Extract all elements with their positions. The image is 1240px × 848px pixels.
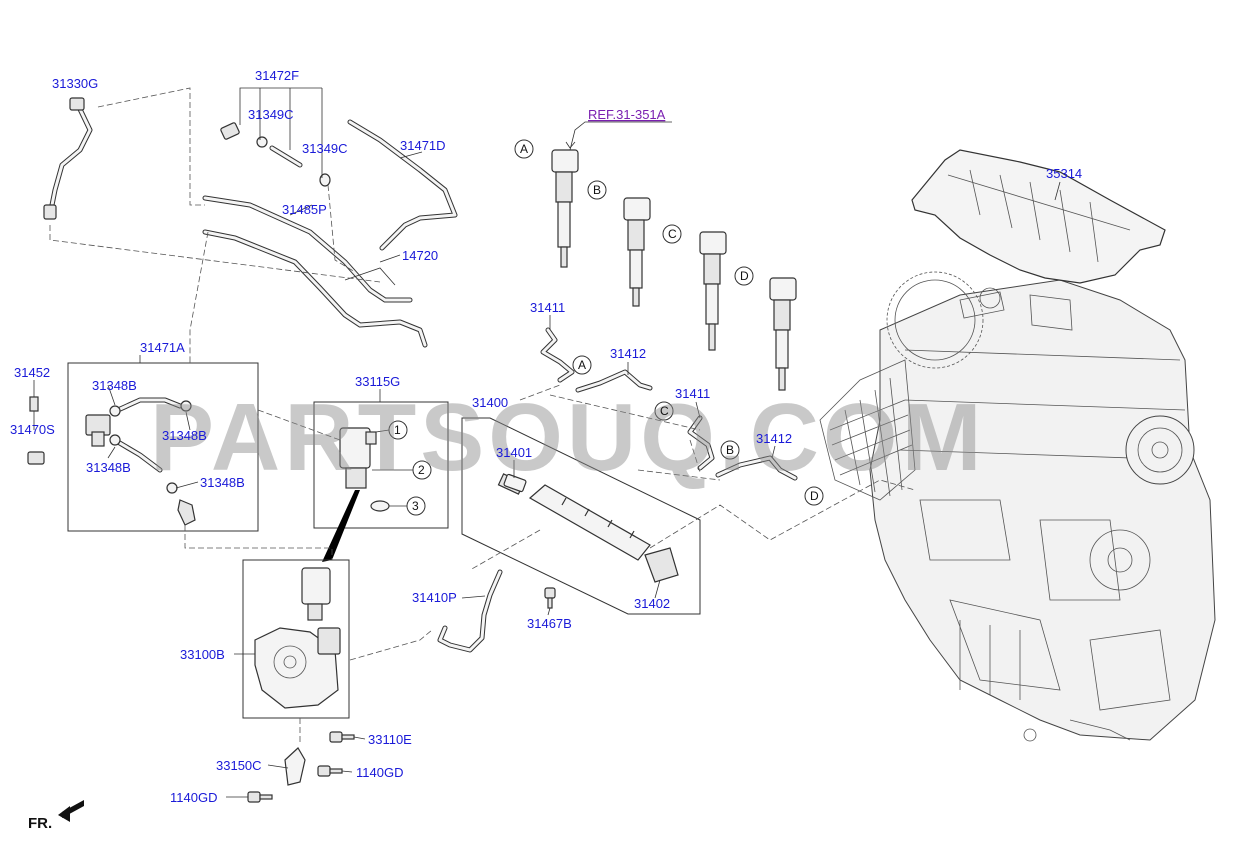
label-31348b-c[interactable]: 31348B [86, 460, 131, 475]
label-31485p[interactable]: 31485P [282, 202, 327, 217]
injection-pipe-31412-b[interactable] [715, 455, 798, 481]
common-rail[interactable] [497, 473, 679, 583]
pipe-a-letter: A [578, 358, 586, 372]
return-hose[interactable] [43, 97, 93, 220]
pipe-c-letter: C [660, 404, 669, 418]
rail-pressure-sensor[interactable] [503, 473, 527, 493]
label-31348b-b[interactable]: 31348B [162, 428, 207, 443]
front-label: FR. [28, 815, 52, 832]
inj-c-circle [662, 224, 682, 244]
inj-d-circle [734, 266, 754, 286]
injection-pipe-31412-a[interactable] [575, 369, 653, 393]
injector-a[interactable] [551, 149, 579, 268]
inj-c-letter: C [668, 227, 677, 241]
bracket-33150c[interactable] [284, 747, 306, 786]
watermark: PARTSOUQ.COM [150, 384, 986, 491]
callout-3: 3 [412, 499, 419, 513]
label-31400[interactable]: 31400 [472, 395, 508, 410]
inj-b-letter: B [593, 183, 601, 197]
label-33115g[interactable]: 33115G [355, 374, 400, 389]
dashed-connections [49, 87, 916, 745]
label-14720[interactable]: 14720 [402, 248, 438, 263]
label-31330g[interactable]: 31330G [52, 76, 98, 91]
label-31402[interactable]: 31402 [634, 596, 670, 611]
label-31410p[interactable]: 31410P [412, 590, 457, 605]
label-31472f[interactable]: 31472F [255, 68, 299, 83]
label-31412-a[interactable]: 31412 [610, 346, 646, 361]
label-31348b-d[interactable]: 31348B [200, 475, 245, 490]
box-31471a [67, 362, 259, 532]
front-arrowhead-icon [58, 806, 70, 822]
metering-valve[interactable] [339, 427, 390, 512]
callout-2: 2 [418, 463, 425, 477]
label-33150c[interactable]: 33150C [216, 758, 262, 773]
label-31401[interactable]: 31401 [496, 445, 532, 460]
bolt-31467b[interactable] [544, 587, 556, 609]
label-31412-b[interactable]: 31412 [756, 431, 792, 446]
label-31349c-a[interactable]: 31349C [248, 107, 294, 122]
injection-pipe-31411-b[interactable] [687, 415, 715, 471]
label-31471d[interactable]: 31471D [400, 138, 446, 153]
label-1140gd-a[interactable]: 1140GD [356, 765, 403, 780]
label-31411-a[interactable]: 31411 [530, 300, 565, 315]
box-33115g [313, 401, 449, 529]
label-35314[interactable]: 35314 [1046, 166, 1082, 181]
injection-pipe-31411-a[interactable] [540, 327, 575, 383]
ref-leader [569, 121, 672, 151]
hose-set-31472f[interactable] [220, 122, 331, 187]
label-31348b-a[interactable]: 31348B [92, 378, 137, 393]
injector-b[interactable] [623, 197, 651, 307]
bolt-1140gd-a[interactable] [317, 765, 343, 777]
pipe-b-letter: B [726, 443, 734, 457]
bolt-1140gd-b[interactable] [247, 791, 273, 803]
label-1140gd-b[interactable]: 1140GD [170, 790, 217, 805]
label-33100b[interactable]: 33100B [180, 647, 225, 662]
leader-lines [33, 87, 1061, 798]
pipe-c-circle [654, 401, 674, 421]
hp-fuel-pump[interactable] [254, 567, 341, 709]
fitting-31452[interactable] [29, 396, 39, 412]
inj-a-circle [514, 139, 534, 159]
label-31467b[interactable]: 31467B [527, 616, 572, 631]
label-31470s[interactable]: 31470S [10, 422, 55, 437]
bolt-33110e[interactable] [329, 731, 355, 743]
pipe-b-circle [720, 440, 740, 460]
heat-shield[interactable] [911, 149, 1166, 284]
callout-1: 1 [394, 423, 401, 437]
injector-d[interactable] [769, 277, 797, 391]
leak-off-hose[interactable] [347, 119, 458, 251]
fuel-pipe-31485p[interactable] [202, 195, 428, 348]
label-31452[interactable]: 31452 [14, 365, 50, 380]
zoom-pointer [322, 490, 360, 562]
pipe-d-circle [804, 486, 824, 506]
inj-d-letter: D [740, 269, 749, 283]
pipe-d-letter: D [810, 489, 819, 503]
label-33110e[interactable]: 33110E [368, 732, 412, 747]
hose-assembly-31471a[interactable] [85, 397, 196, 526]
engine-assembly [819, 271, 1216, 742]
connector-31470s[interactable] [27, 451, 45, 465]
label-31349c-b[interactable]: 31349C [302, 141, 348, 156]
box-33100b [242, 559, 350, 719]
injector-c[interactable] [699, 231, 727, 351]
ref-arrow [565, 141, 576, 149]
box-31400 [461, 417, 701, 615]
pipe-a-circle [572, 355, 592, 375]
ref-link[interactable]: REF.31-351A [588, 107, 666, 122]
inj-b-circle [587, 180, 607, 200]
label-31471a[interactable]: 31471A [140, 340, 185, 355]
inj-a-letter: A [520, 142, 528, 156]
label-31411-b[interactable]: 31411 [675, 386, 710, 401]
hp-pipe-31410p[interactable] [437, 569, 503, 653]
